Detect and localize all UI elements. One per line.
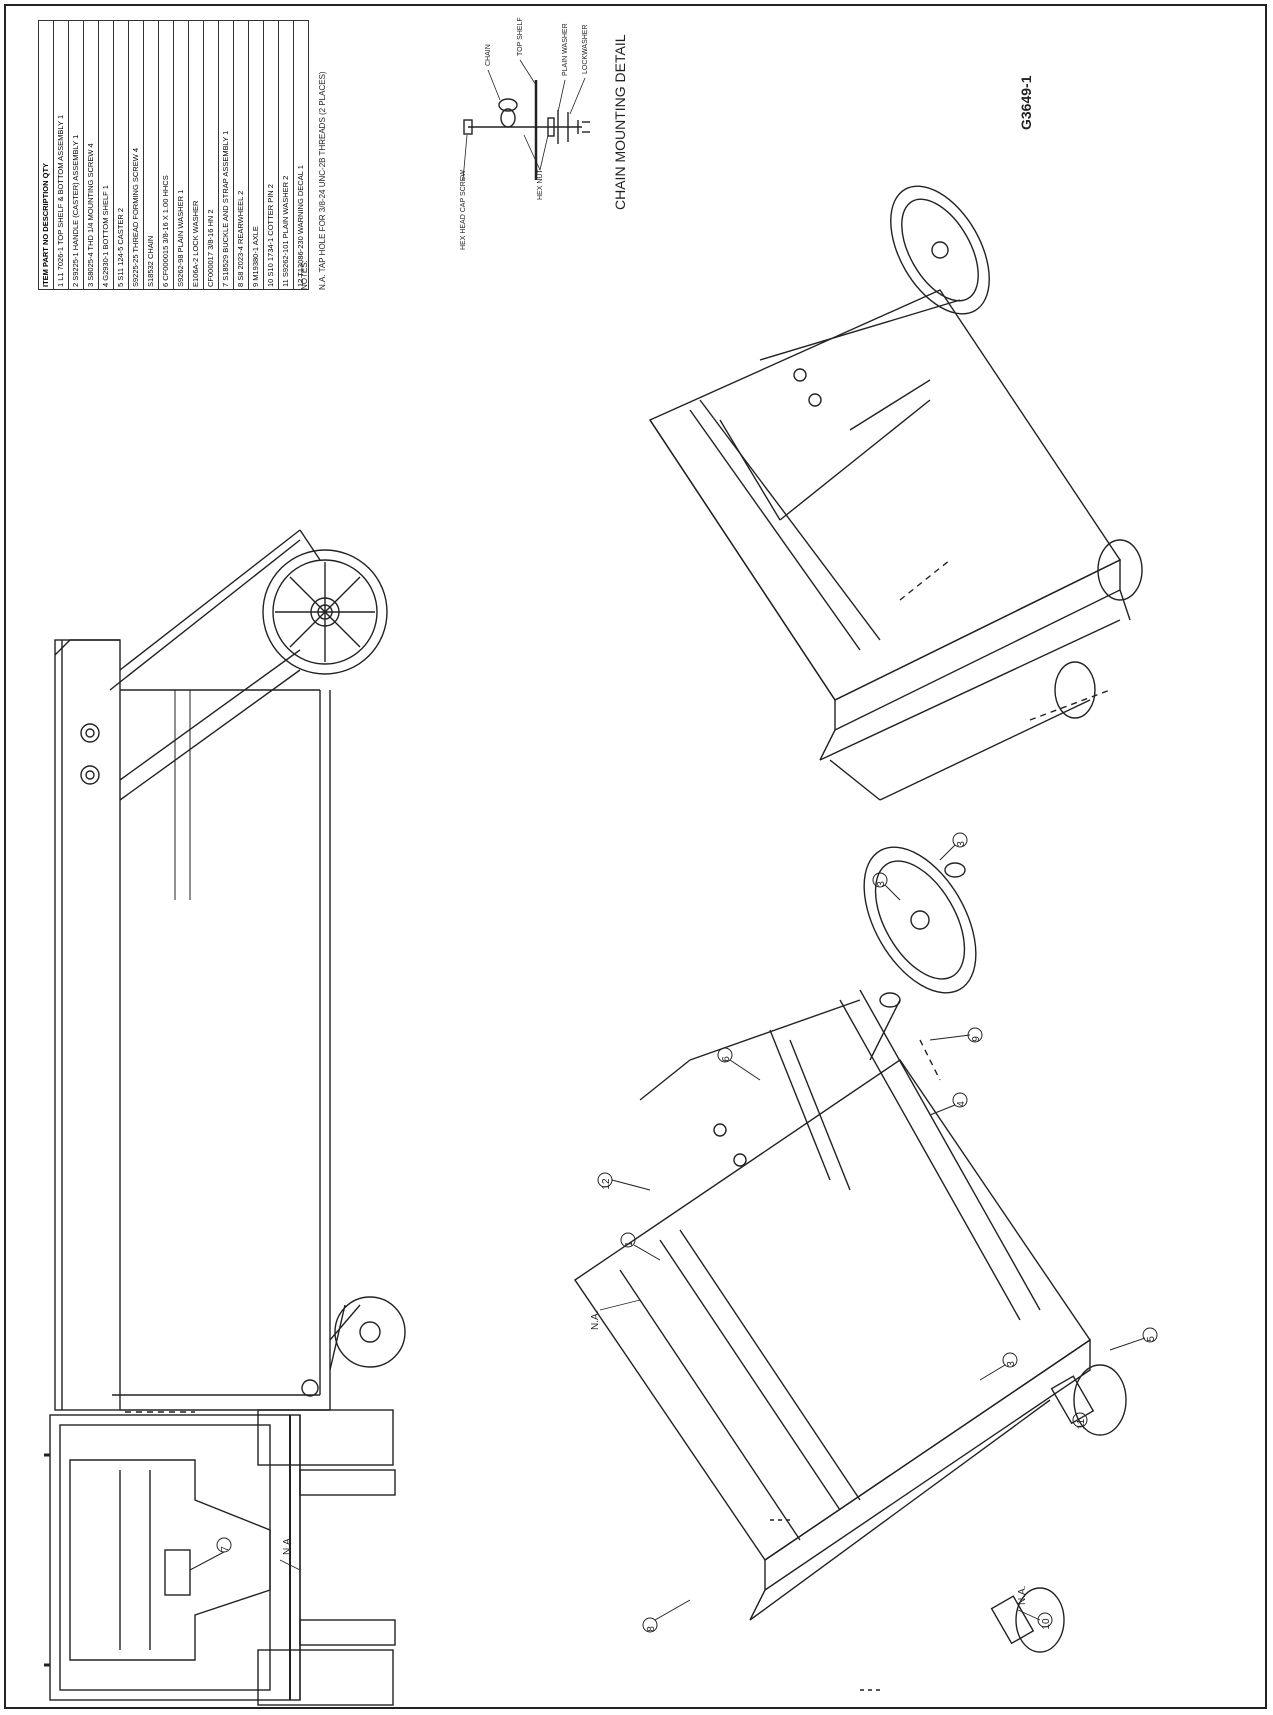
- callout-3c: 3: [956, 841, 967, 847]
- na-label-front: N.A.: [282, 1536, 293, 1555]
- callout-4: 4: [956, 1101, 967, 1107]
- lockwasher-label: LOCKWASHER: [582, 24, 589, 74]
- callout-12: 12: [601, 1178, 612, 1190]
- side-view-cart: [54, 529, 406, 1413]
- hex-nut-label: HEX NUT: [537, 169, 544, 200]
- callout-5: 5: [1146, 1336, 1157, 1342]
- callout-11: 11: [1076, 1418, 1087, 1429]
- chain-label: CHAIN: [485, 44, 492, 66]
- callout-markers: [189, 832, 1158, 1633]
- callout-labels: 7 12 6 1 4 5 3 3 3 9 10 11 8 N.A. N.A. N…: [220, 17, 1157, 1631]
- hex-head-cap-screw-label: HEX HEAD CAP SCREW: [460, 170, 467, 250]
- callout-6: 6: [721, 1056, 732, 1062]
- chain-mounting-detail: [462, 59, 590, 181]
- callout-10: 10: [1041, 1618, 1052, 1630]
- callout-1: 1: [624, 1241, 635, 1247]
- na-label-caster: N.A.: [1017, 1586, 1028, 1605]
- drawing-frame: [4, 4, 1267, 1709]
- exploded-isometric: [574, 846, 1127, 1691]
- plain-washer-label: PLAIN WASHER: [562, 23, 569, 76]
- top-shelf-label: TOP SHELF: [517, 17, 524, 56]
- callout-3a: 3: [1006, 1361, 1017, 1367]
- callout-7: 7: [220, 1546, 231, 1552]
- na-label-iso: N.A.: [590, 1311, 601, 1330]
- callout-9: 9: [971, 1036, 982, 1042]
- front-view-cart: [44, 1409, 396, 1706]
- callout-3b: 3: [876, 881, 887, 887]
- assembled-isometric: [648, 185, 1143, 801]
- callout-8: 8: [646, 1626, 657, 1632]
